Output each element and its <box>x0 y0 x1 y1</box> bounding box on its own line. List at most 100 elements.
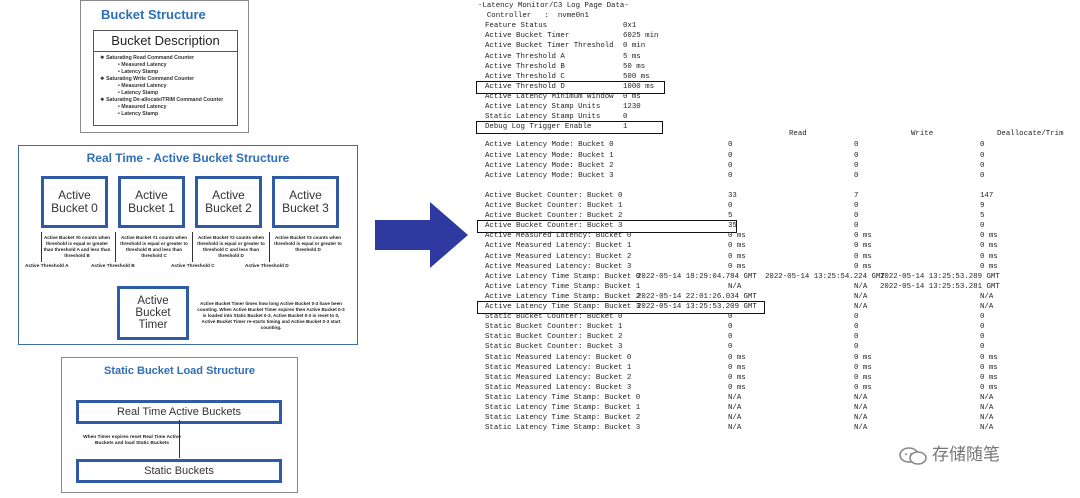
log-row-value: 0 ms <box>980 373 998 382</box>
log-row-label: Active Measured Latency: Bucket 3 <box>485 262 632 271</box>
log-row-value: 0 <box>980 313 985 322</box>
setting-value: 0 <box>623 113 628 122</box>
bucket-desc-subitem: • Measured Latency <box>118 62 167 68</box>
bucket-desc-subitem: • Latency Stamp <box>118 90 159 96</box>
log-row-value: 0 <box>854 343 859 352</box>
log-row-label: Static Bucket Counter: Bucket 0 <box>485 313 623 322</box>
log-row-value: 5 <box>728 212 733 221</box>
log-row-value: 0 <box>728 202 733 210</box>
highlight-box <box>476 80 665 94</box>
log-row-value: 2022-05-14 13:25:54.224 GMT <box>765 272 885 281</box>
log-row-value: N/A <box>980 393 994 402</box>
setting-label: Active Threshold C <box>485 72 565 81</box>
wechat-icon <box>899 446 927 465</box>
active-bucket-2: Active Bucket 2 <box>195 176 262 228</box>
log-row-value: 0 ms <box>728 262 746 271</box>
log-row-label: Static Latency Time Stamp: Bucket 0 <box>485 393 641 402</box>
real-time-title: Real Time - Active Bucket Structure <box>86 151 290 165</box>
log-row-label: Active Bucket Counter: Bucket 1 <box>485 202 623 210</box>
log-row-value: 0 ms <box>980 262 998 271</box>
bucket-2-note: Active Bucket #2 counts when threshold i… <box>197 235 265 258</box>
setting-label: Active Threshold A <box>485 52 565 61</box>
log-row-label: Static Measured Latency: Bucket 0 <box>485 353 632 362</box>
log-row-value: 0 <box>854 333 859 342</box>
highlight-box <box>477 301 765 315</box>
log-row-value: 0 ms <box>854 353 872 362</box>
log-row-label: Active Measured Latency: Bucket 1 <box>485 242 632 251</box>
real-time-active-buckets-bar: Real Time Active Buckets <box>76 400 282 424</box>
timer-note: Active Bucket Timer times how long Activ… <box>197 301 345 330</box>
threshold-a-line <box>41 232 42 262</box>
log-row-value: N/A <box>728 414 742 423</box>
threshold-b-line <box>115 232 116 262</box>
setting-label: Feature Status <box>485 22 548 31</box>
bucket-desc-item: ❖ Saturating Read Command Counter <box>100 55 194 61</box>
log-row-value: 0 ms <box>980 232 998 241</box>
log-row-value: 0 ms <box>980 363 998 372</box>
log-row-value: 0 <box>854 212 859 221</box>
log-row-value: 0 ms <box>854 242 872 251</box>
bucket-description-title: Bucket Description <box>94 31 237 52</box>
setting-value: 50 ms <box>623 62 646 71</box>
log-row-value: 0 <box>980 141 985 150</box>
log-row-label: Static Measured Latency: Bucket 2 <box>485 373 632 382</box>
log-row-value: N/A <box>980 424 994 433</box>
log-row-value: 0 <box>728 141 733 150</box>
bucket-desc-item: ❖ Saturating De-allocate/TRIM Command Co… <box>100 97 224 103</box>
static-bucket-load-panel: Static Bucket Load Structure Real Time A… <box>61 357 298 493</box>
bucket-0-note: Active Bucket #0 counts when threshold i… <box>43 235 111 258</box>
setting-label: Static Latency Stamp Units <box>485 113 601 122</box>
log-row-value: N/A <box>854 404 868 412</box>
log-row-value: 147 <box>980 191 994 200</box>
log-row-value: 2022-05-14 13:25:53.281 GMT <box>880 282 1000 291</box>
log-row-value: 33 <box>728 191 737 200</box>
bucket-structure-panel: Bucket Structure Bucket Description ❖ Sa… <box>80 0 249 133</box>
log-row-value: 0 ms <box>728 363 746 372</box>
static-connector-line <box>179 420 180 458</box>
log-row-label: Static Latency Time Stamp: Bucket 3 <box>485 424 641 433</box>
column-header-write: Write <box>911 130 934 139</box>
log-row-value: 0 <box>980 161 985 170</box>
bucket-desc-item: ❖ Saturating Write Command Counter <box>100 76 195 82</box>
log-row-label: Active Measured Latency: Bucket 2 <box>485 252 632 261</box>
active-bucket-timer: Active Bucket Timer <box>117 286 189 340</box>
log-row-value: 0 ms <box>854 363 872 372</box>
setting-label: Active Bucket Timer Threshold <box>485 42 614 51</box>
log-row-value: 0 <box>854 323 859 332</box>
active-bucket-0: Active Bucket 0 <box>41 176 108 228</box>
log-row-value: 0 <box>980 222 985 231</box>
log-row-value: 0 <box>980 151 985 160</box>
log-header: -Latency Monitor/C3 Log Page Data- <box>478 2 629 10</box>
log-row-label: Active Bucket Counter: Bucket 3 <box>485 222 623 231</box>
log-row-value: 0 <box>854 151 859 160</box>
log-row-value: 0 <box>980 171 985 180</box>
setting-label: Debug Log Trigger Enable <box>485 123 592 132</box>
setting-value: 0x1 <box>623 22 637 31</box>
static-title: Static Bucket Load Structure <box>104 365 255 377</box>
setting-value: 6025 min <box>623 32 659 41</box>
log-row-value: N/A <box>854 303 868 311</box>
log-row-value: N/A <box>854 282 868 291</box>
log-row-value: 0 ms <box>854 383 872 392</box>
bucket-desc-subitem: • Measured Latency <box>118 104 167 110</box>
log-row-label: Active Latency Mode: Bucket 3 <box>485 171 614 180</box>
log-row-value: N/A <box>980 292 994 301</box>
threshold-d-label: Active Threshold D <box>245 264 289 269</box>
bucket-3-note: Active Bucket #3 counts when threshold i… <box>274 235 342 252</box>
log-row-label: Static Bucket Counter: Bucket 2 <box>485 333 623 342</box>
log-row-value: 7 <box>854 191 859 200</box>
log-row-value: 0 <box>980 323 985 332</box>
setting-label: Active Threshold B <box>485 62 565 71</box>
watermark-text: 存储随笔 <box>932 445 1000 464</box>
log-row-value: N/A <box>728 393 742 402</box>
log-row-value: 0 <box>728 161 733 170</box>
log-row-label: Static Bucket Counter: Bucket 3 <box>485 343 623 352</box>
log-row-label: Active Measured Latency: Bucket 0 <box>485 232 632 241</box>
threshold-c-line <box>192 232 193 262</box>
log-row-value: 9 <box>980 202 985 210</box>
setting-label: Active Latency Minimum Window <box>485 92 614 101</box>
log-row-label: Active Latency Time Stamp: Bucket 0 <box>485 272 641 281</box>
column-header-trim: Deallocate/Trim <box>997 130 1064 139</box>
log-row-value: 0 <box>728 313 733 322</box>
bucket-desc-subitem: • Measured Latency <box>118 83 167 89</box>
